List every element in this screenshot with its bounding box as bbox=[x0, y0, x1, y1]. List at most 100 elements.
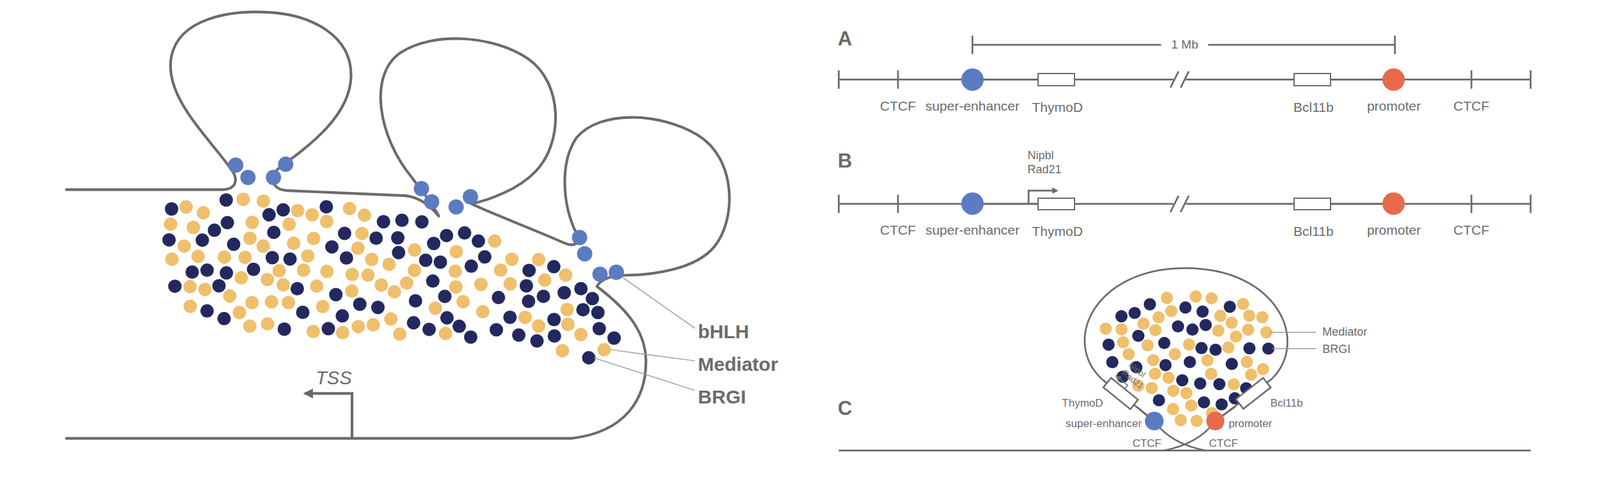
brg1-dot bbox=[1176, 374, 1189, 387]
mediator-dot bbox=[1165, 305, 1178, 318]
brg1-dot bbox=[247, 263, 261, 277]
brg1-dot bbox=[219, 193, 233, 207]
brg1-dot bbox=[219, 266, 233, 280]
brg1-dot bbox=[1179, 301, 1192, 314]
gene-box-outline bbox=[1235, 378, 1271, 409]
mediator-dot bbox=[198, 282, 212, 297]
mediator-dot bbox=[1205, 292, 1218, 305]
brg1-dot bbox=[1143, 298, 1156, 311]
brg1-dot bbox=[262, 208, 276, 222]
ctcf-label: CTCF bbox=[1132, 437, 1161, 450]
mediator-dot bbox=[407, 243, 422, 258]
mediator-dot bbox=[286, 236, 301, 251]
mediator-dot bbox=[428, 301, 443, 315]
mediator-dot bbox=[474, 277, 488, 292]
bhlh-dot bbox=[572, 230, 588, 246]
mediator-dot bbox=[439, 327, 453, 341]
leader-line bbox=[609, 350, 695, 362]
legend-label: bHLH bbox=[698, 321, 750, 343]
brg1-dot bbox=[1186, 323, 1199, 336]
brg1-dot bbox=[1243, 342, 1256, 355]
tss-label: TSS bbox=[315, 368, 352, 390]
mediator-dot bbox=[186, 220, 201, 235]
brg1-dot bbox=[464, 259, 479, 274]
brg1-dot bbox=[522, 263, 536, 278]
node-label: Bcl11b bbox=[1270, 398, 1304, 411]
brg1-dot bbox=[328, 288, 343, 302]
mediator-dot bbox=[260, 273, 274, 287]
brg1-dot bbox=[419, 253, 433, 267]
brg1-dot bbox=[1132, 330, 1145, 343]
mediator-dot bbox=[343, 202, 357, 216]
mediator-dot bbox=[1174, 414, 1187, 427]
mediator-dot bbox=[558, 268, 573, 283]
mediator-dot bbox=[1180, 387, 1193, 400]
mediator-dot bbox=[1148, 368, 1161, 381]
legend-label: Mediator bbox=[698, 353, 779, 376]
chromatin-segment bbox=[983, 78, 1038, 81]
ctcf-crossing bbox=[1153, 421, 1216, 451]
brg1-dot bbox=[439, 229, 454, 243]
brg1-dot bbox=[489, 323, 504, 337]
brg1-dot bbox=[1171, 320, 1184, 333]
mediator-dot bbox=[264, 295, 279, 310]
mediator-dot bbox=[504, 252, 519, 267]
panel-letter: C bbox=[837, 398, 852, 420]
mediator-dot bbox=[179, 200, 193, 214]
ctcf-label: CTCF bbox=[1208, 437, 1238, 450]
mediator-dot bbox=[456, 295, 470, 309]
mediator-dot bbox=[183, 300, 198, 314]
brg1-dot bbox=[426, 274, 440, 288]
mediator-dot bbox=[1167, 385, 1180, 398]
mediator-dot bbox=[1152, 311, 1165, 324]
brg1-dot bbox=[591, 305, 605, 320]
mediator-dot bbox=[296, 263, 311, 278]
bhlh-dot bbox=[277, 156, 294, 173]
node-label: ThymoD bbox=[1031, 99, 1083, 115]
mediator-dot bbox=[1222, 341, 1235, 354]
enhancer-circle: super-enhancer bbox=[961, 68, 984, 91]
brg1-dot bbox=[607, 331, 621, 345]
mediator-dot bbox=[560, 303, 575, 317]
distance-label: 1 Mb bbox=[1171, 38, 1199, 52]
mediator-dot bbox=[400, 276, 414, 290]
tick-marks bbox=[839, 70, 1531, 89]
mediator-dot bbox=[1227, 378, 1240, 391]
mediator-dot bbox=[555, 344, 569, 358]
brg1-dot bbox=[1102, 339, 1115, 352]
mediator-dot bbox=[1242, 309, 1256, 322]
mediator-dot bbox=[344, 284, 359, 299]
mediator-dot bbox=[245, 296, 259, 310]
bhlh-dots bbox=[227, 156, 624, 283]
mediator-dot bbox=[316, 300, 330, 314]
brg1-dot bbox=[391, 246, 406, 260]
gene-box: ThymoD bbox=[1037, 197, 1076, 212]
mediator-dot bbox=[374, 278, 388, 292]
mediator-dot bbox=[1189, 290, 1202, 303]
mediator-dot bbox=[163, 217, 178, 232]
brg1-dot bbox=[1128, 307, 1141, 320]
leader-lines bbox=[593, 277, 696, 392]
brg1-dot bbox=[185, 265, 200, 280]
mediator-dot bbox=[238, 250, 252, 265]
brg1-dot bbox=[576, 303, 590, 317]
brg1-dot bbox=[547, 312, 561, 327]
mediator-dot bbox=[272, 264, 287, 278]
brg1-dot bbox=[335, 309, 349, 324]
bhlh-dot bbox=[608, 264, 624, 281]
mediator-dot bbox=[1240, 356, 1254, 369]
protein-cluster bbox=[162, 192, 621, 365]
brg1-dot bbox=[369, 231, 383, 246]
brg1-dot bbox=[574, 282, 588, 296]
mediator-dot bbox=[518, 311, 532, 325]
brg1-dot bbox=[592, 322, 607, 336]
mediator-dot bbox=[574, 328, 588, 342]
distance-bracket bbox=[972, 35, 1395, 55]
mediator-dot bbox=[1244, 368, 1257, 381]
brg1-dot bbox=[162, 233, 176, 248]
brg1-dot bbox=[433, 255, 448, 269]
brg1-dot bbox=[1198, 396, 1211, 409]
node-label: ThymoD bbox=[1061, 398, 1103, 411]
brg1-dot bbox=[519, 279, 534, 293]
